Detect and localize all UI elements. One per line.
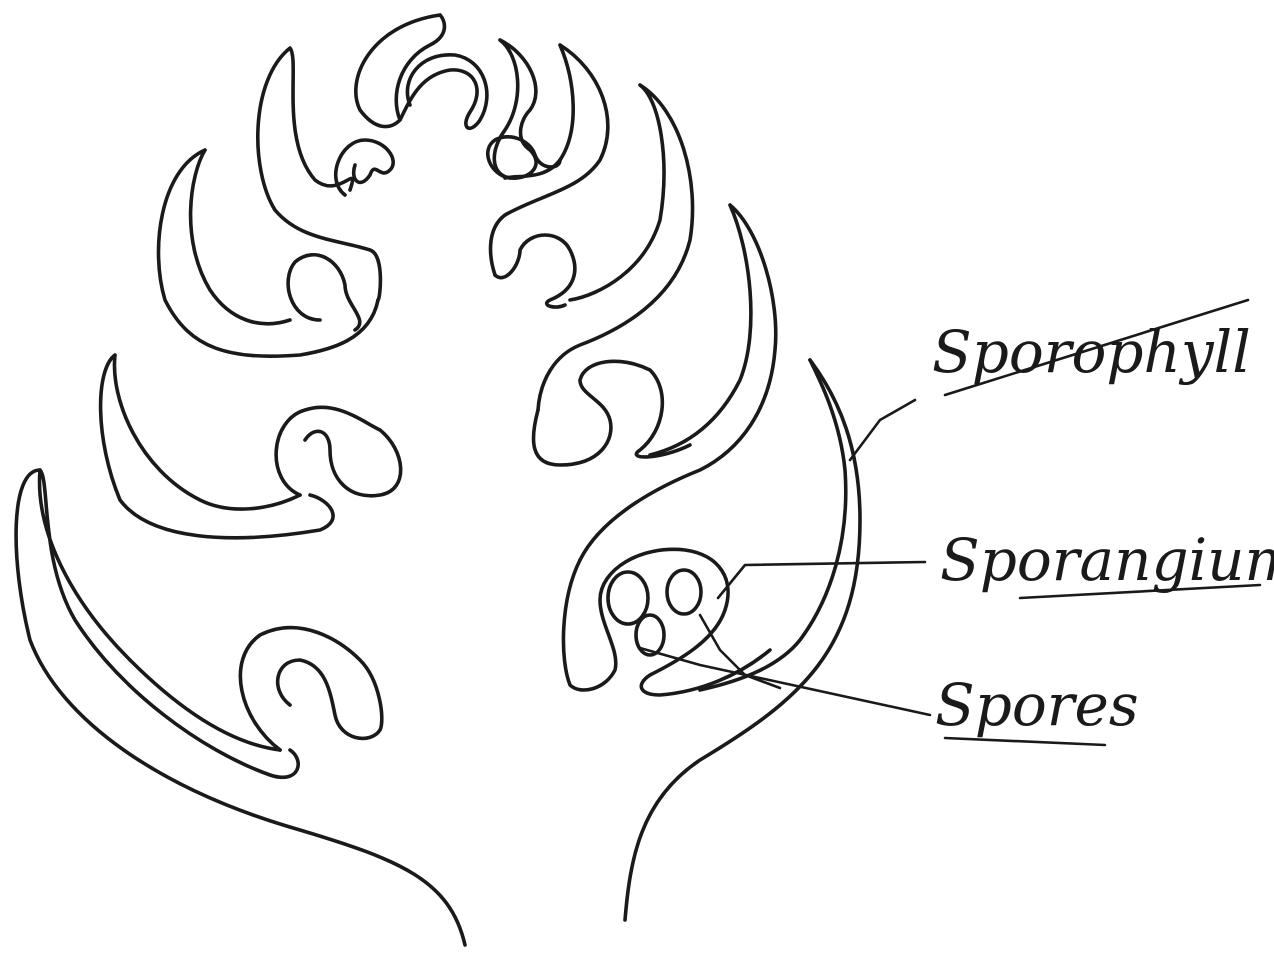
sporangium-leader bbox=[718, 562, 925, 598]
sporangium-left-4 bbox=[240, 628, 381, 750]
labels: Sporophyll Sporangium Spores bbox=[932, 300, 1274, 745]
sporophyll-left-1 bbox=[258, 48, 381, 300]
sporangium-right-1 bbox=[495, 235, 575, 307]
apex-sporophyll-1 bbox=[356, 15, 445, 127]
apex-sporophylls bbox=[356, 15, 560, 178]
axis-right-edge bbox=[625, 360, 860, 920]
sporangium-left-1 bbox=[336, 140, 393, 195]
left-sporophylls bbox=[40, 48, 401, 777]
sporangium-left-3 bbox=[276, 407, 401, 495]
apex-sporophyll-3 bbox=[494, 40, 536, 178]
spore-2 bbox=[667, 570, 701, 614]
sporangium-label: Sporangium bbox=[940, 526, 1274, 594]
apex-sporophyll-2 bbox=[400, 55, 487, 129]
sporophyll-right-1 bbox=[491, 45, 608, 275]
axis-left-edge bbox=[16, 470, 465, 945]
sporangium-left-2 bbox=[288, 255, 360, 330]
sporophyll-leader bbox=[850, 400, 915, 460]
sporophyll-left-3 bbox=[101, 355, 334, 538]
sporophyll-label: Sporophyll bbox=[932, 318, 1251, 386]
spores-label: Spores bbox=[935, 671, 1139, 739]
right-sporophylls bbox=[491, 45, 846, 695]
sporophyll-right-3 bbox=[580, 205, 776, 560]
spores-underline bbox=[945, 738, 1105, 745]
